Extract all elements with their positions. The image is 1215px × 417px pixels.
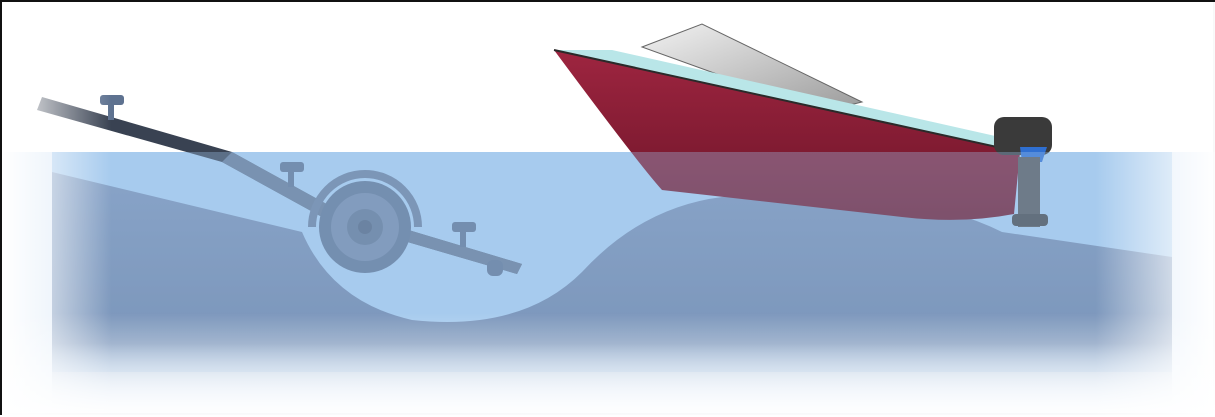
image-frame bbox=[0, 0, 1215, 415]
boat-launch-illustration bbox=[2, 2, 1215, 417]
